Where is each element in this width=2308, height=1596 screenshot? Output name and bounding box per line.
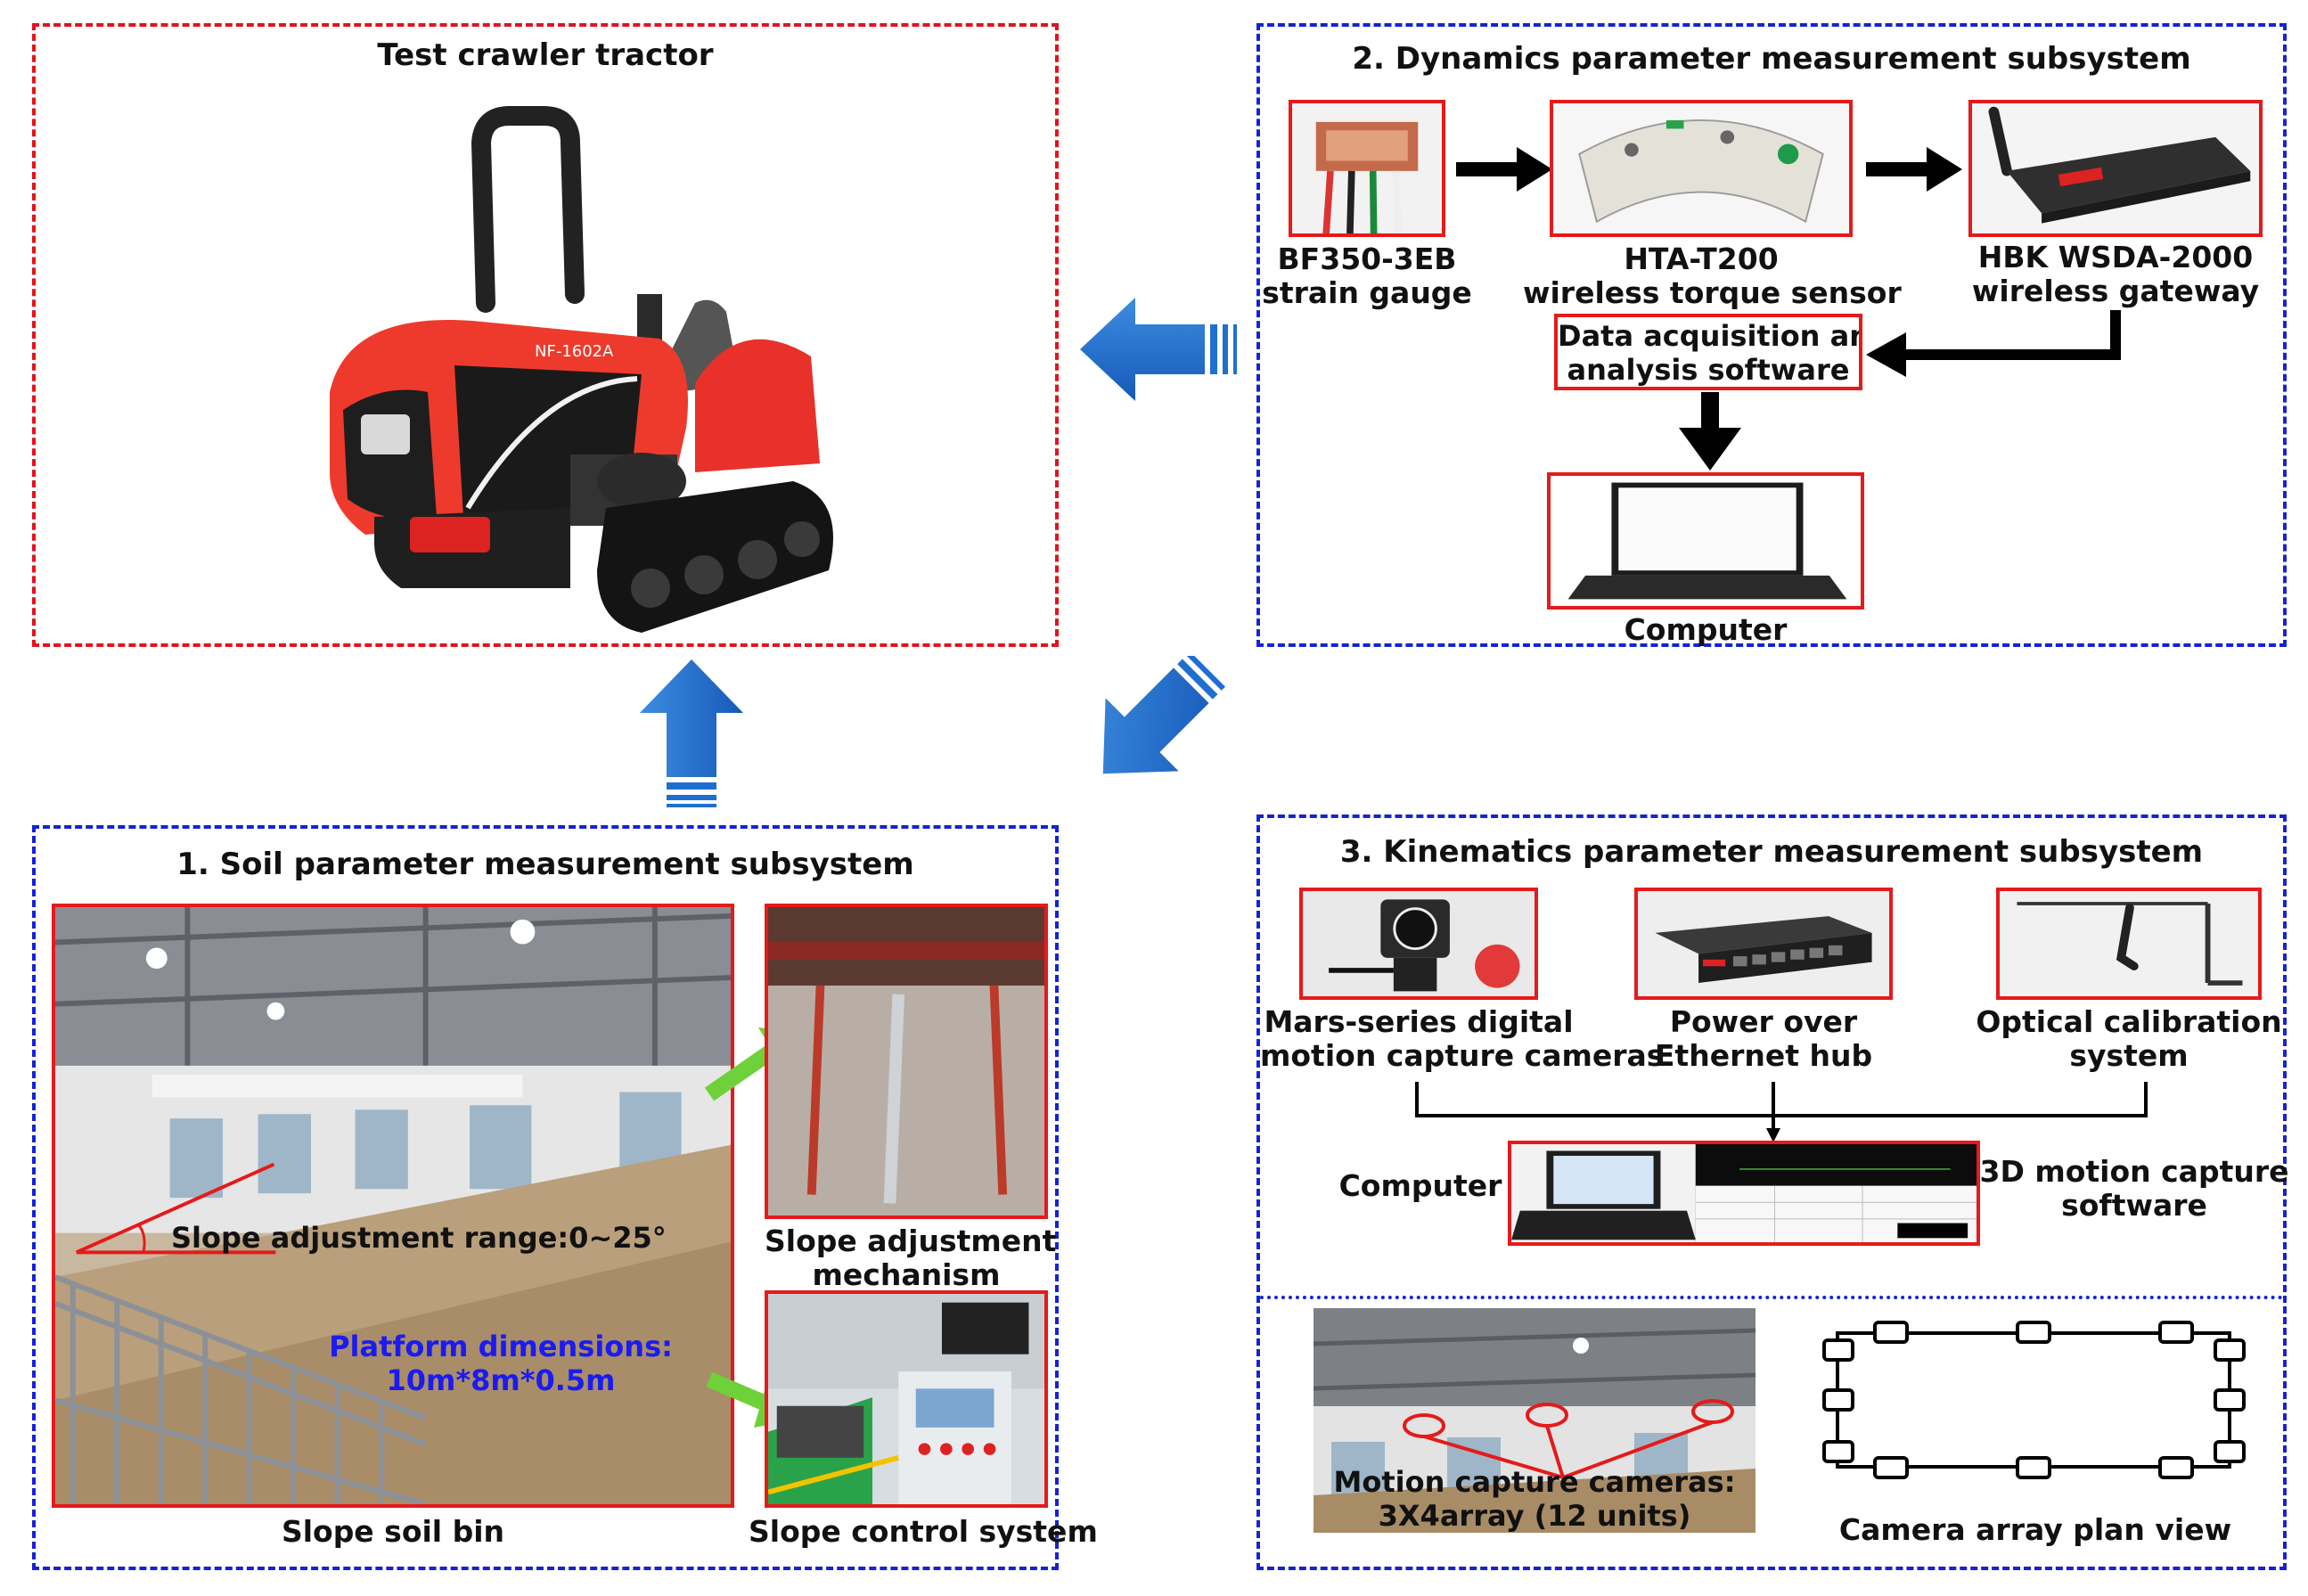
plan-camera [2016,1456,2051,1479]
dynamics-panel-title: 2. Dynamics parameter measurement subsys… [1352,41,2191,77]
flow-arrow-software-to-computer [1679,392,1741,471]
calibration-image [1996,888,2262,1000]
kinematics-panel: 3. Kinematics parameter measurement subs… [1256,814,2289,1570]
gateway-image [1968,100,2263,237]
plan-camera [2214,1440,2246,1463]
tractor-panel-title: Test crawler tractor [377,37,714,73]
soil-bin-image: Slope adjustment range:0~25° Platform di… [52,904,734,1508]
dynamics-computer-image [1547,472,1864,610]
slope-control-image [765,1290,1048,1508]
plan-camera [2214,1388,2246,1412]
plan-camera [1873,1321,1909,1344]
kinematics-panel-title: 3. Kinematics parameter measurement subs… [1339,834,2204,870]
plan-camera [1822,1388,1854,1412]
flow-arrow-gateway-to-software [1866,310,2121,377]
tractor-image: NF-1602A [330,106,833,633]
mocap-camera-image [1299,888,1538,1000]
camera-array-label: Motion capture cameras: 3X4array (12 uni… [1333,1465,1736,1533]
kinematics-computer-label: Computer [1338,1168,1502,1203]
soil-panel-title: 1. Soil parameter measurement subsystem [176,847,914,882]
dynamics-panel: 2. Dynamics parameter measurement subsys… [1256,23,2287,647]
kinematics-separator [1260,1296,2283,1299]
dynamics-computer-label: Computer [1624,612,1788,647]
ethernet-hub-label: Power over Ethernet hub [1654,1004,1873,1073]
plan-view-label: Camera array plan view [1838,1512,2232,1547]
torque-sensor-image [1550,100,1853,237]
gateway-label: HBK WSDA-2000 wireless gateway [1971,240,2260,308]
flow-arrow-kinematics-to-tractor [1102,656,1225,774]
strain-gauge-label: BF350-3EB strain gauge [1262,241,1472,310]
plan-camera [1822,1440,1854,1463]
soil-bin-label: Slope soil bin [281,1514,505,1549]
ethernet-hub-image [1634,888,1893,1000]
camera-array-image: Motion capture cameras: 3X4array (12 uni… [1314,1308,1756,1533]
slope-mechanism-label: Slope adjustment mechanism [765,1224,1057,1292]
dynamics-software-box: Data acquisition and analysis software [1554,314,1862,390]
tractor-panel: Test crawler tractor NF-1602A [32,23,1059,647]
torque-sensor-label: HTA-T200 wireless torque sensor [1523,241,1902,310]
calibration-label: Optical calibration system [1976,1004,2282,1073]
plan-camera [1873,1456,1909,1479]
flow-arrow-dynamics-to-tractor [1080,298,1237,401]
plan-camera [2158,1321,2194,1344]
camera-plan-view [1822,1321,2246,1479]
plan-camera [2214,1338,2246,1362]
mocap-software-screen [1508,1141,1980,1246]
plan-camera [1822,1338,1854,1362]
slope-range-label: Slope adjustment range:0~25° [171,1221,667,1255]
plan-camera [2158,1456,2194,1479]
slope-control-label: Slope control system [749,1514,1098,1549]
tractor-model-text: NF-1602A [535,342,614,361]
flow-arrow-soil-to-tractor [640,659,743,807]
soil-panel: 1. Soil parameter measurement subsystem [32,825,1098,1570]
platform-dimensions-label: Platform dimensions: 10m*8m*0.5m [329,1330,673,1397]
hub-connection-lines [1415,1082,2148,1142]
flow-arrow-sensor-to-gateway [1866,147,1962,192]
mocap-software-label: 3D motion capture software [1979,1154,2289,1223]
strain-gauge-image [1289,100,1445,237]
flow-arrow-gauge-to-sensor [1456,147,1552,192]
plan-camera [2016,1321,2051,1344]
mocap-camera-label: Mars-series digital motion capture camer… [1260,1004,1665,1073]
slope-mechanism-image [765,904,1048,1219]
